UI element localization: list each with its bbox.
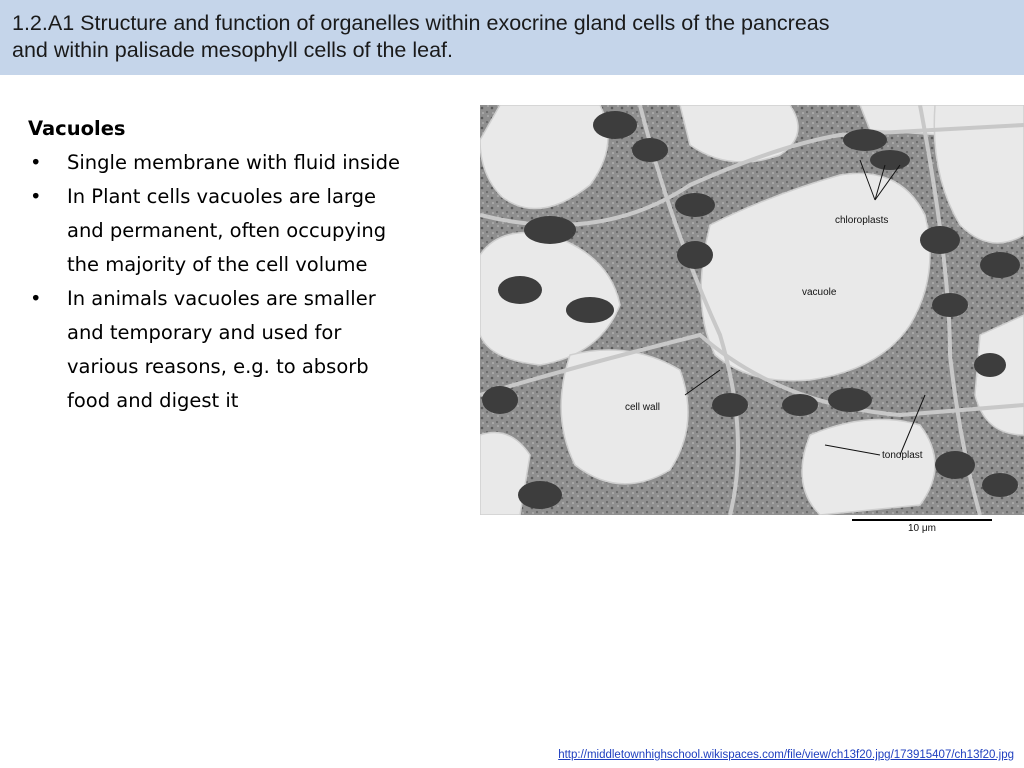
- bullet-line: food and digest it: [67, 389, 239, 412]
- chloroplasts: [482, 111, 1020, 509]
- bullet-marker: •: [30, 287, 42, 310]
- vacuole-label: vacuole: [802, 287, 837, 298]
- bullet-marker: •: [30, 151, 42, 174]
- scale-bar-label: 10 μm: [908, 523, 936, 534]
- slide-title-line-2: and within palisade mesophyll cells of t…: [12, 38, 454, 62]
- bullet-line: In animals vacuoles are smaller: [67, 287, 376, 310]
- chloroplasts-label: chloroplasts: [835, 215, 888, 226]
- bullet-item: • In Plant cells vacuoles are large and …: [28, 180, 468, 282]
- bullet-marker: •: [30, 185, 42, 208]
- bullet-line: and permanent, often occupying: [67, 219, 387, 242]
- label-pointers: [684, 159, 926, 456]
- bullet-item: • Single membrane with fluid inside: [28, 146, 468, 180]
- bullet-line: In Plant cells vacuoles are large: [67, 185, 376, 208]
- text-content: Vacuoles • Single membrane with fluid in…: [28, 112, 468, 418]
- title-bar: 1.2.A1 Structure and function of organel…: [0, 0, 1024, 75]
- slide-title-line-1: 1.2.A1 Structure and function of organel…: [12, 11, 830, 35]
- electron-micrograph: chloroplasts vacuole cell wall tonoplast: [480, 105, 1024, 515]
- bullet-line: and temporary and used for: [67, 321, 342, 344]
- bullet-list: • Single membrane with fluid inside • In…: [28, 146, 468, 418]
- section-heading: Vacuoles: [28, 117, 126, 140]
- scale-bar: 10 μm: [852, 515, 992, 537]
- bullet-line: Single membrane with fluid inside: [67, 151, 400, 174]
- source-link[interactable]: http://middletownhighschool.wikispaces.c…: [558, 749, 1014, 761]
- scale-bar-line: [852, 519, 992, 521]
- bullet-line: the majority of the cell volume: [67, 253, 368, 276]
- vacuoles: [480, 105, 1024, 515]
- bullet-item: • In animals vacuoles are smaller and te…: [28, 282, 468, 418]
- tonoplast-label: tonoplast: [882, 450, 923, 461]
- bullet-line: various reasons, e.g. to absorb: [67, 355, 369, 378]
- cell-wall-label: cell wall: [625, 402, 660, 413]
